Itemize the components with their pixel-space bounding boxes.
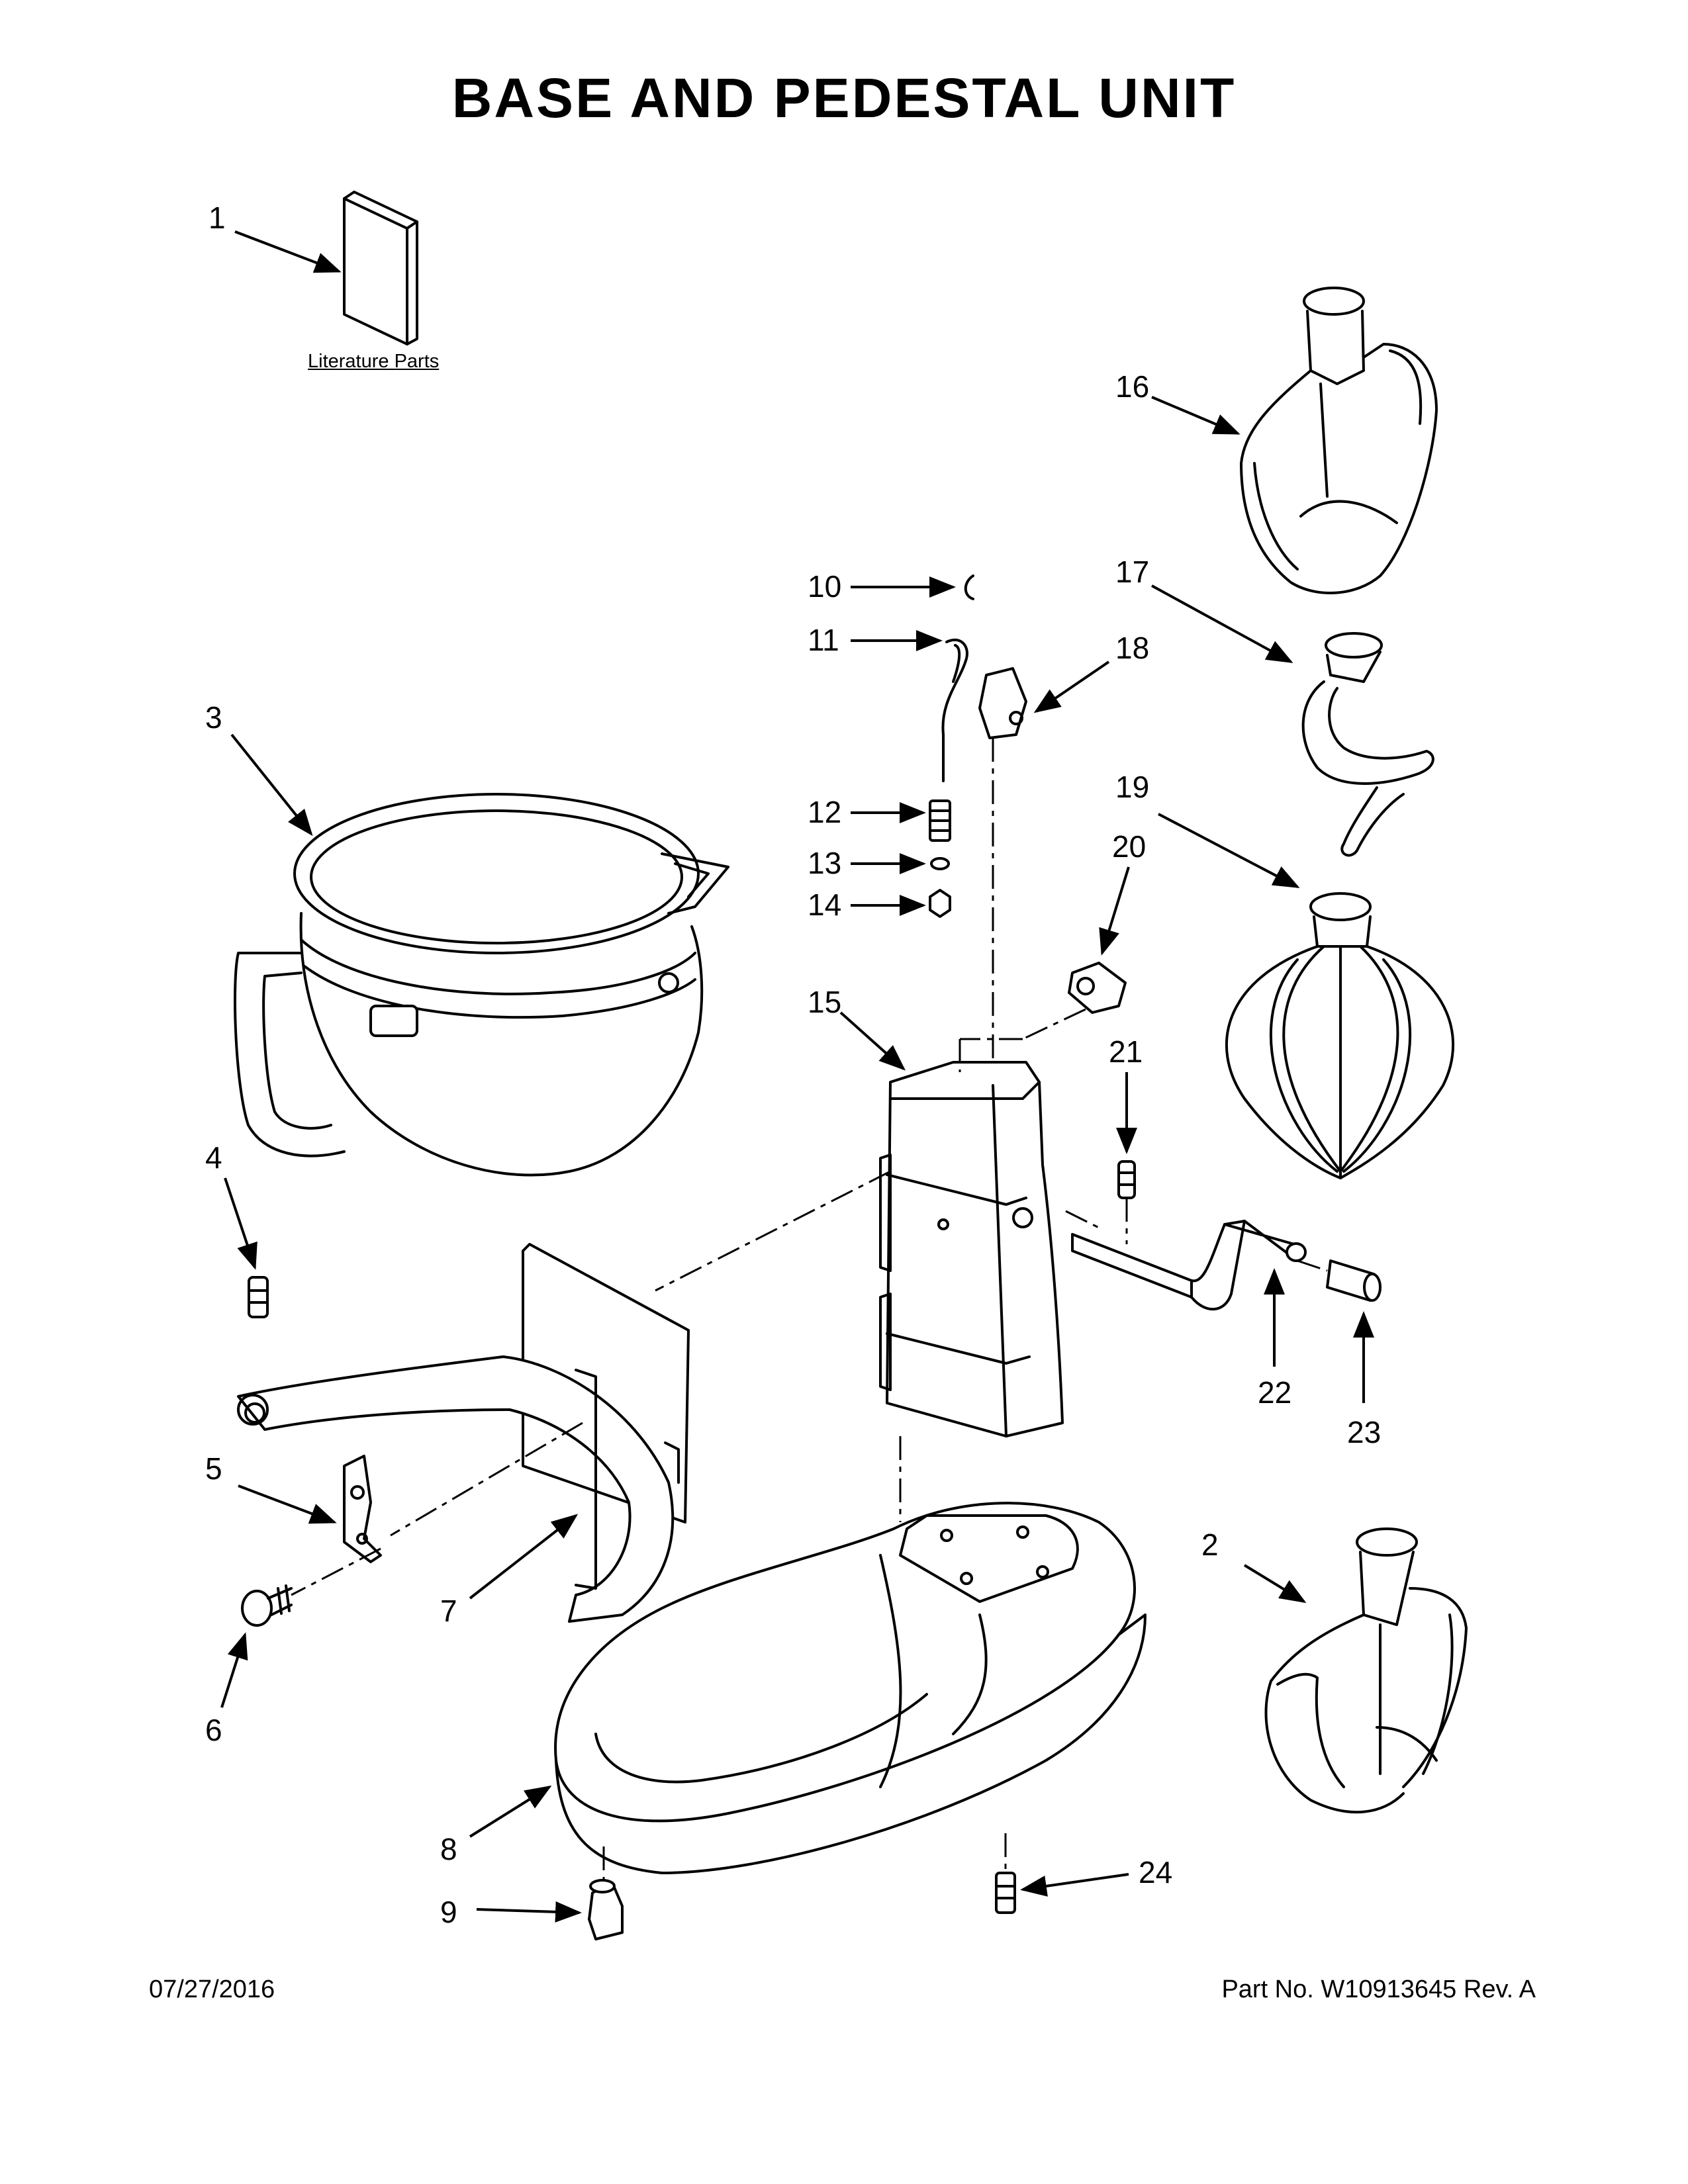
callout-16: 16 (1115, 369, 1149, 404)
callout-12: 12 (808, 795, 841, 829)
callout-21: 21 (1109, 1034, 1143, 1069)
callout-14: 14 (808, 887, 841, 922)
callout-3: 3 (205, 700, 222, 735)
literature-booklet-drawing (343, 191, 418, 345)
screw-drawing (241, 1584, 293, 1627)
callout-23: 23 (1347, 1415, 1381, 1449)
leader-1 (234, 230, 342, 273)
leader-20 (1099, 866, 1130, 956)
page-title: BASE AND PEDESTAL UNIT (451, 67, 1237, 129)
leader-24 (1020, 1873, 1129, 1897)
leader-18 (1033, 660, 1110, 713)
flat-beater-drawing (1240, 287, 1438, 594)
leader-15 (839, 1011, 906, 1071)
literature-parts-label: Literature Parts (308, 351, 440, 372)
callout-6: 6 (205, 1713, 222, 1747)
pin-drawing (248, 1276, 269, 1318)
leader-3 (230, 733, 313, 837)
leader-19 (1158, 813, 1300, 888)
lift-handle-drawing (1071, 1220, 1307, 1311)
callout-17: 17 (1115, 555, 1149, 589)
leader-17 (1151, 584, 1293, 663)
leader-5 (238, 1484, 337, 1524)
callout-22: 22 (1258, 1375, 1291, 1410)
leader-2 (1243, 1564, 1307, 1604)
callout-19: 19 (1115, 770, 1149, 804)
callout-10: 10 (808, 569, 841, 604)
pedestal-drawing (879, 1061, 1064, 1437)
leader-16 (1151, 396, 1241, 435)
handle-cap-drawing (1326, 1259, 1382, 1302)
callout-8: 8 (440, 1832, 457, 1866)
leader-7 (469, 1514, 579, 1600)
bowl-support-drawing (237, 1243, 690, 1623)
callout-numbers: 1 2 3 4 5 6 7 8 9 10 11 12 13 14 15 16 1… (205, 201, 1381, 1929)
set-screw-drawing (1117, 1160, 1136, 1199)
wire-whip-drawing (1225, 892, 1454, 1179)
clip-drawing (343, 1455, 382, 1563)
callout-9: 9 (440, 1895, 457, 1929)
assembly-center-lines (291, 738, 1328, 1880)
lock-drawing (978, 667, 1027, 739)
flex-edge-beater-drawing (1264, 1527, 1468, 1814)
leader-arrows (220, 230, 1374, 1923)
base-screw-drawing (995, 1872, 1016, 1914)
callout-24: 24 (1139, 1855, 1172, 1889)
leader-8 (469, 1785, 552, 1838)
callout-18: 18 (1115, 631, 1149, 665)
callout-2: 2 (1201, 1527, 1219, 1562)
callout-5: 5 (205, 1451, 222, 1486)
mixing-bowl-drawing (234, 793, 729, 1177)
callout-4: 4 (205, 1140, 222, 1175)
callout-20: 20 (1112, 829, 1146, 864)
base-drawing (554, 1502, 1147, 1874)
callout-11: 11 (808, 623, 839, 657)
callout-1: 1 (209, 201, 226, 235)
leader-6 (220, 1632, 248, 1708)
footer-part-number: Part No. W10913645 Rev. A (1221, 1976, 1536, 2003)
callout-7: 7 (440, 1594, 457, 1628)
hinge-hardware-drawing (929, 574, 974, 918)
leader-9 (476, 1901, 582, 1923)
footer-date: 07/27/2016 (149, 1976, 275, 2003)
callout-13: 13 (808, 846, 841, 880)
knob-drawing (1068, 962, 1127, 1014)
foot-drawing (588, 1879, 624, 1940)
dough-hook-drawing (1301, 632, 1434, 857)
leader-4 (224, 1177, 258, 1270)
callout-15: 15 (808, 985, 841, 1019)
